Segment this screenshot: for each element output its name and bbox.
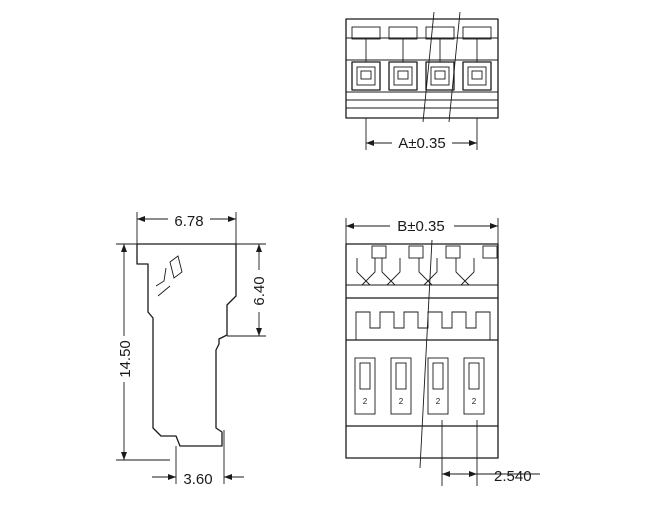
front-latches — [356, 245, 498, 286]
dimension-side-width: 6.78 — [136, 212, 237, 244]
dimension-pitch-label: 2.540 — [494, 468, 532, 485]
pin-window-4: 2 — [463, 357, 485, 415]
dimension-side-foot-label: 3.60 — [183, 471, 212, 488]
front-notches — [355, 311, 491, 340]
pin-mark-3: 2 — [436, 397, 441, 406]
dimension-side-foot: 3.60 — [152, 430, 244, 488]
pin-mark-1: 2 — [363, 397, 368, 406]
front-view: 2 2 2 2 B±0.35 — [345, 218, 540, 486]
pin-window-3: 2 — [427, 357, 449, 415]
dimension-side-step-label: 6.40 — [251, 276, 268, 305]
top-cavity-4 — [462, 26, 492, 91]
top-cavity-2 — [388, 26, 418, 91]
dimension-a: A±0.35 — [365, 118, 478, 152]
pin-window-1: 2 — [354, 357, 376, 415]
dimension-side-height: 14.50 — [116, 243, 170, 461]
top-view: A±0.35 — [345, 11, 499, 152]
side-view-outline — [136, 243, 237, 447]
side-view: 6.78 14.50 6.40 — [116, 212, 268, 488]
top-cavity-1 — [351, 26, 381, 91]
dimension-side-width-label: 6.78 — [174, 213, 203, 230]
polarity-mark — [155, 255, 183, 297]
dimension-b-label: B±0.35 — [397, 218, 444, 235]
dimension-side-step: 6.40 — [227, 243, 268, 337]
front-view-outline — [345, 243, 499, 459]
dimension-b: B±0.35 — [345, 218, 499, 244]
front-break-line — [419, 239, 433, 469]
pin-mark-4: 2 — [472, 397, 477, 406]
top-break-line-2 — [448, 11, 461, 123]
dimension-a-label: A±0.35 — [398, 135, 445, 152]
top-break-line-1 — [422, 11, 435, 123]
pin-window-2: 2 — [390, 357, 412, 415]
top-view-outline — [345, 18, 499, 119]
dimension-pitch: 2.540 — [441, 420, 540, 486]
top-cavity-3 — [425, 26, 455, 91]
pin-mark-2: 2 — [399, 397, 404, 406]
dimension-side-height-label: 14.50 — [117, 340, 134, 378]
